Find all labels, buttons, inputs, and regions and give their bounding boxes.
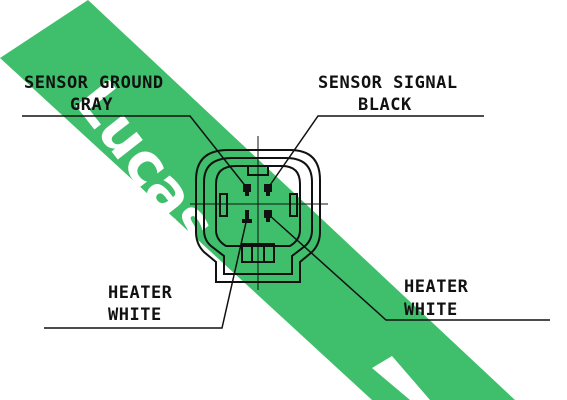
leader-lines: [22, 115, 550, 329]
label-heater-right: HEATER: [404, 277, 469, 297]
connector-inner-shell: [203, 157, 313, 275]
label-sensor-signal: SENSOR SIGNAL: [318, 73, 458, 93]
label-heater-right-color: WHITE: [404, 300, 458, 320]
label-sensor-ground: SENSOR GROUND: [24, 73, 164, 93]
crosshair: [190, 136, 328, 290]
watermark-fragment: [372, 356, 430, 400]
connector-pin-cavity: [215, 165, 301, 247]
pin-sensor-ground-stem: [245, 191, 249, 196]
right-guide-rib: [289, 193, 298, 217]
pin-heater-left: [245, 210, 249, 222]
leader-sensor-signal: [267, 115, 484, 189]
labels: SENSOR GROUND GRAY SENSOR SIGNAL BLACK H…: [24, 73, 469, 325]
label-heater-left: HEATER: [108, 283, 173, 303]
connector-outer-shell: [195, 149, 321, 283]
label-sensor-ground-color: GRAY: [70, 95, 113, 115]
connector: [195, 149, 321, 283]
leader-sensor-ground: [22, 115, 248, 189]
label-sensor-signal-color: BLACK: [358, 95, 412, 115]
leader-heater-left: [44, 217, 248, 329]
leader-heater-right: [267, 213, 550, 321]
pin-heater-right-stem: [266, 217, 270, 222]
left-guide-rib: [219, 193, 228, 217]
pin-sensor-signal-stem: [266, 191, 270, 196]
label-heater-left-color: WHITE: [108, 305, 162, 325]
